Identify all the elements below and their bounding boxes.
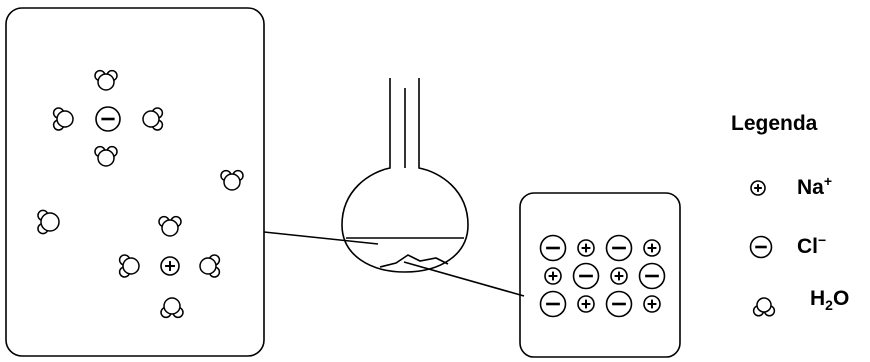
water-molecule [220, 169, 244, 191]
sodium-ion [643, 239, 661, 257]
chloride-ion [605, 234, 633, 262]
legend-symbols [749, 180, 776, 317]
water-molecule [52, 107, 74, 131]
solution-panel [5, 7, 265, 357]
water-molecule [158, 215, 182, 237]
legend-label-sup: − [818, 232, 827, 248]
crystal-deposit [379, 254, 449, 268]
legend-label-base: H [810, 287, 826, 310]
legend-label-base: Cl [797, 235, 818, 258]
flask [341, 78, 469, 273]
water-molecule [142, 107, 164, 131]
sodium-ion [544, 267, 562, 285]
sodium-ion [577, 295, 595, 313]
chloride-ion [638, 262, 666, 290]
pointer-line-crystal [403, 261, 525, 297]
sodium-ion [160, 256, 180, 276]
water-molecule [94, 145, 118, 167]
water-molecule [94, 69, 118, 91]
legend-label-water: H2O [810, 287, 849, 313]
legend-label-chloride: Cl− [797, 232, 826, 259]
chloride-ion [539, 290, 567, 318]
crystal-lattice [539, 234, 666, 318]
legend-label-base: Na [797, 176, 824, 199]
water-molecule [118, 254, 140, 278]
legend-label-sub: 2 [825, 297, 833, 314]
sodium-ion-icon [750, 180, 766, 196]
legend-label-sodium: Na+ [797, 173, 832, 200]
crystal-panel [519, 192, 681, 358]
sodium-ion [643, 295, 661, 313]
solution-molecules [37, 69, 244, 319]
sodium-ion [610, 267, 628, 285]
legend-title: Legenda [731, 112, 818, 135]
pointer-line-solution [263, 231, 379, 245]
water-molecule [37, 209, 60, 235]
water-molecule [160, 297, 184, 319]
legend-label-sup: + [823, 173, 833, 189]
water-molecule [199, 254, 221, 278]
legend-label-tail: O [832, 287, 850, 310]
chloride-ion [95, 106, 121, 132]
chloride-ion [572, 262, 600, 290]
water-molecule [752, 297, 776, 317]
chloride-ion [605, 290, 633, 318]
sodium-ion [577, 239, 595, 257]
chloride-ion [539, 234, 567, 262]
chloride-ion-icon [749, 235, 773, 259]
